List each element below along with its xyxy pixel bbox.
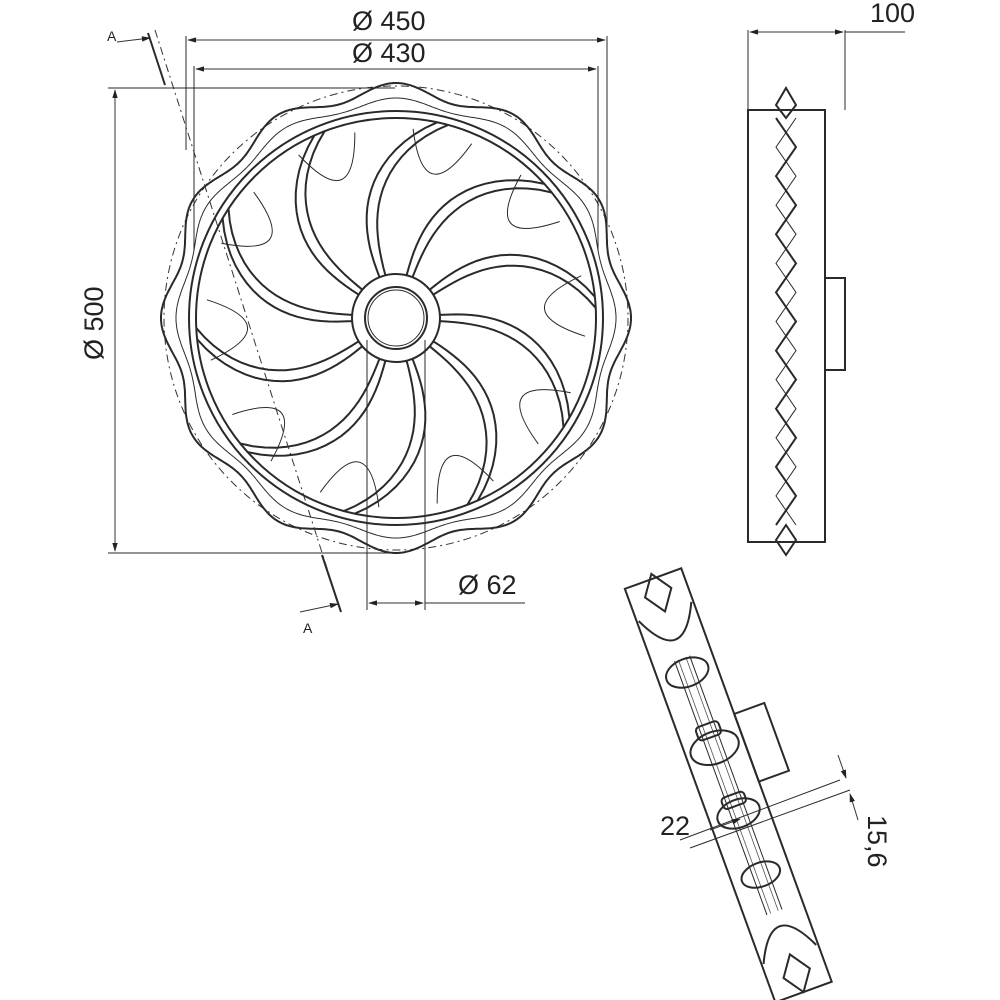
section-lobe-2 <box>689 729 740 767</box>
section-lobe-3 <box>716 797 761 830</box>
section-view <box>623 567 834 1000</box>
section-label-bottom: A <box>303 620 313 636</box>
spoke-edge <box>429 345 488 506</box>
rib-pocket <box>412 128 473 175</box>
rib-pocket <box>436 454 494 504</box>
spoke-edge <box>432 264 597 309</box>
outer-diameter-label: Ø 450 <box>352 6 426 36</box>
spoke-edge <box>343 360 416 513</box>
side-top-cap <box>774 86 798 120</box>
spoke-edge <box>294 134 360 296</box>
spoke-edge <box>429 253 596 298</box>
spoke-edge <box>439 313 571 418</box>
section-lower-flare <box>762 924 817 965</box>
tread-profile-inner <box>775 117 797 526</box>
side-hub <box>824 277 846 371</box>
spoke-edge <box>365 121 438 278</box>
spoke-edge <box>376 123 449 276</box>
spoke-edge <box>411 187 552 278</box>
spoke-edge <box>221 218 353 323</box>
overall-diameter-label: Ø 500 <box>79 286 109 360</box>
tyre-inner-outline <box>175 97 617 539</box>
spoke-edge <box>195 327 360 372</box>
rim-inner-circle <box>195 117 597 519</box>
spoke-edge <box>432 340 498 502</box>
dim-detail-width: 22 <box>660 779 851 849</box>
wheel-side-view: 100 <box>747 0 915 557</box>
spoke-edge <box>439 320 565 428</box>
section-outline <box>623 567 834 1000</box>
inner-diameter-label: Ø 430 <box>352 38 426 68</box>
wheel-front-view <box>160 82 632 554</box>
rib-pocket <box>543 275 586 337</box>
section-lobe-1 <box>665 656 710 689</box>
spoke-edge <box>196 338 363 383</box>
spoke-edge <box>247 360 387 457</box>
hub-bore-inner <box>367 289 425 347</box>
spoke-edge <box>240 358 381 449</box>
detail-thickness-label: 15,6 <box>862 815 892 868</box>
dim-detail-thickness: 15,6 <box>837 754 892 868</box>
tread-profile <box>774 117 798 526</box>
side-bottom-cap <box>774 523 798 557</box>
section-line-a-a: A A <box>107 28 342 636</box>
hub-bore <box>364 286 428 350</box>
section-center-bar <box>694 720 722 742</box>
detail-width-label: 22 <box>660 811 690 841</box>
side-body <box>747 109 826 543</box>
section-top-cap <box>643 572 673 614</box>
section-upper-flare <box>637 601 693 642</box>
overall-envelope-circle <box>163 85 629 551</box>
spoke-edge <box>405 179 545 276</box>
width-label: 100 <box>870 0 915 28</box>
section-lobe-4 <box>740 860 782 889</box>
rib-pocket <box>506 174 560 229</box>
dim-outer-diameter: Ø 450 <box>185 6 608 230</box>
rib-pocket <box>319 461 380 508</box>
dim-overall-diameter: Ø 500 <box>79 87 395 554</box>
spoke-edge <box>304 130 363 291</box>
section-label-top: A <box>107 28 117 44</box>
rib-pocket <box>298 132 356 182</box>
rib-pocket <box>206 299 249 361</box>
spokes <box>195 121 597 515</box>
rib-pocket <box>221 191 273 247</box>
section-hub-block <box>732 701 791 783</box>
dim-hub-diameter: Ø 62 <box>366 340 525 610</box>
spoke-edge <box>354 358 427 515</box>
dim-inner-diameter: Ø 430 <box>193 38 599 250</box>
section-center-bar-2 <box>720 790 747 810</box>
spoke-edge <box>227 208 353 316</box>
tyre-outline <box>160 82 632 554</box>
rim-outer-circle <box>188 110 604 526</box>
hub-outer <box>351 273 441 363</box>
rib-pocket <box>519 389 571 445</box>
rib-pocket <box>232 407 286 462</box>
hub-diameter-label: Ø 62 <box>458 570 517 600</box>
section-bottom-cap <box>782 952 811 994</box>
